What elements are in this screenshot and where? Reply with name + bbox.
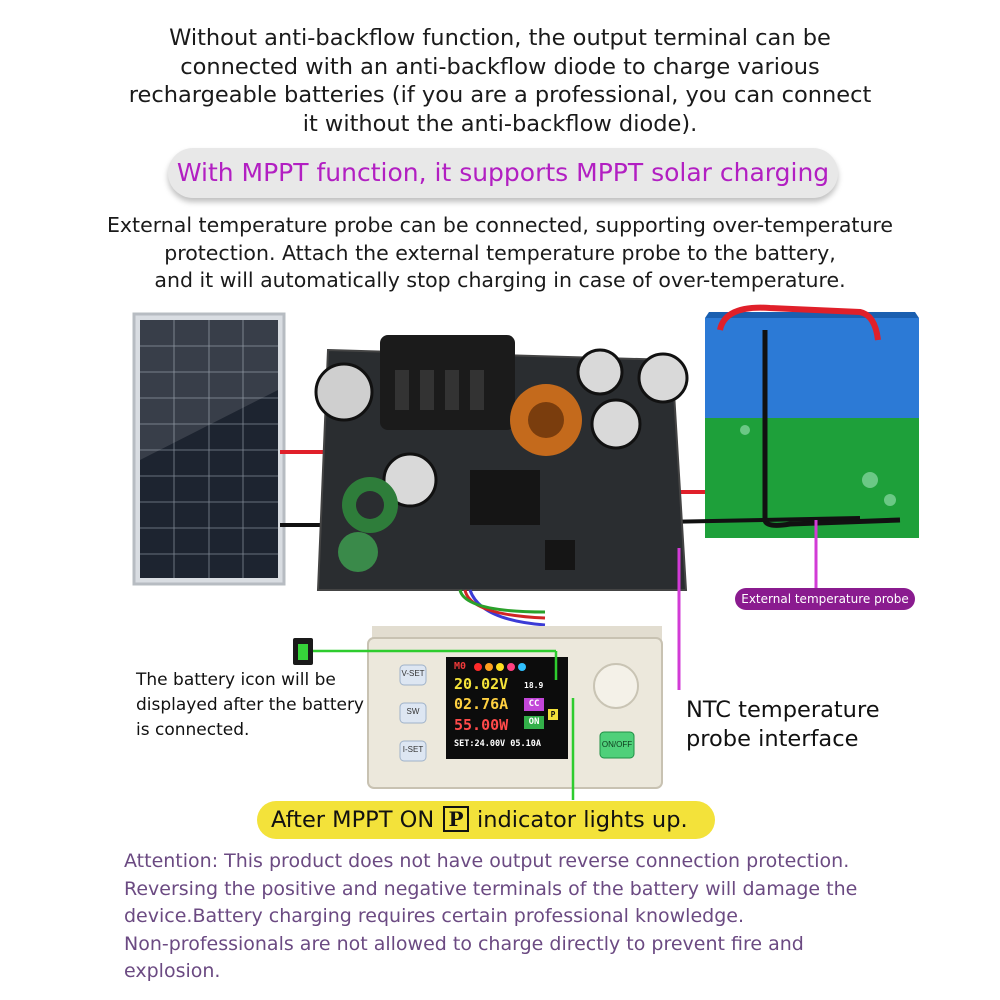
intro-line: it without the anti-backflow diode). xyxy=(302,110,698,137)
lcd-mode: M0 xyxy=(454,661,467,672)
lcd-status-dots xyxy=(474,663,544,671)
lcd-mppt-indicator: P xyxy=(548,709,558,720)
probe-line: protection. Attach the external temperat… xyxy=(164,240,836,265)
intro-text: Without anti-backflow function, the outp… xyxy=(60,24,940,138)
lcd-cc-badge: CC xyxy=(524,698,544,711)
lcd-on-badge: ON xyxy=(524,716,544,729)
attention-line: Non-professionals are not allowed to cha… xyxy=(124,932,804,955)
mppt-indicator-banner: After MPPT ON P indicator lights up. xyxy=(257,801,715,839)
attention-notice: Attention: This product does not have ou… xyxy=(124,848,944,986)
battery-callout: The battery icon will be displayed after… xyxy=(136,668,376,743)
controller-module xyxy=(367,626,663,789)
onoff-button[interactable]: ON/OFF xyxy=(601,740,633,749)
banner-left-text: After MPPT ON xyxy=(271,807,435,833)
sw-button[interactable]: SW xyxy=(406,707,420,716)
converter-board-image xyxy=(314,335,689,591)
attention-line: device.Battery charging requires certain… xyxy=(124,905,744,927)
lcd-setpoint: SET:24.00V 05.10A xyxy=(454,739,541,749)
lcd-current: 02.76A xyxy=(454,695,509,713)
battery-image xyxy=(705,304,919,538)
ntc-label: NTC temperature probe interface xyxy=(686,696,926,754)
mppt-banner: With MPPT function, it supports MPPT sol… xyxy=(168,148,838,198)
solar-panel-image xyxy=(132,312,286,586)
mppt-p-icon: P xyxy=(443,806,469,832)
lcd-power: 55.00W xyxy=(454,716,509,734)
lcd-voltage: 20.02V xyxy=(454,675,509,693)
callout-line: is connected. xyxy=(136,720,250,740)
attention-line: Attention: This product does not have ou… xyxy=(124,850,850,872)
ntc-line: NTC temperature xyxy=(686,697,880,723)
iset-button[interactable]: I-SET xyxy=(402,745,424,754)
ntc-line: probe interface xyxy=(686,726,859,752)
callout-line: displayed after the battery xyxy=(136,695,364,715)
attention-line: Reversing the positive and negative term… xyxy=(124,877,858,900)
intro-line: connected with an anti-backflow diode to… xyxy=(180,53,820,80)
attention-line: explosion. xyxy=(124,960,221,982)
probe-line: External temperature probe can be connec… xyxy=(106,213,894,237)
probe-description: External temperature probe can be connec… xyxy=(40,212,960,295)
probe-line: and it will automatically stop charging … xyxy=(154,268,846,292)
external-probe-tag: External temperature probe xyxy=(735,588,915,610)
lcd-screen: M0 20.02V 02.76A 55.00W 18.9 CC ON P SET… xyxy=(452,661,564,755)
callout-line: The battery icon will be xyxy=(136,670,336,690)
intro-line: Without anti-backflow function, the outp… xyxy=(169,25,831,51)
vset-button[interactable]: V-SET xyxy=(401,669,425,678)
banner-right-text: indicator lights up. xyxy=(477,807,688,833)
lcd-temperature: 18.9 xyxy=(524,681,544,690)
intro-line: rechargeable batteries (if you are a pro… xyxy=(128,82,872,108)
